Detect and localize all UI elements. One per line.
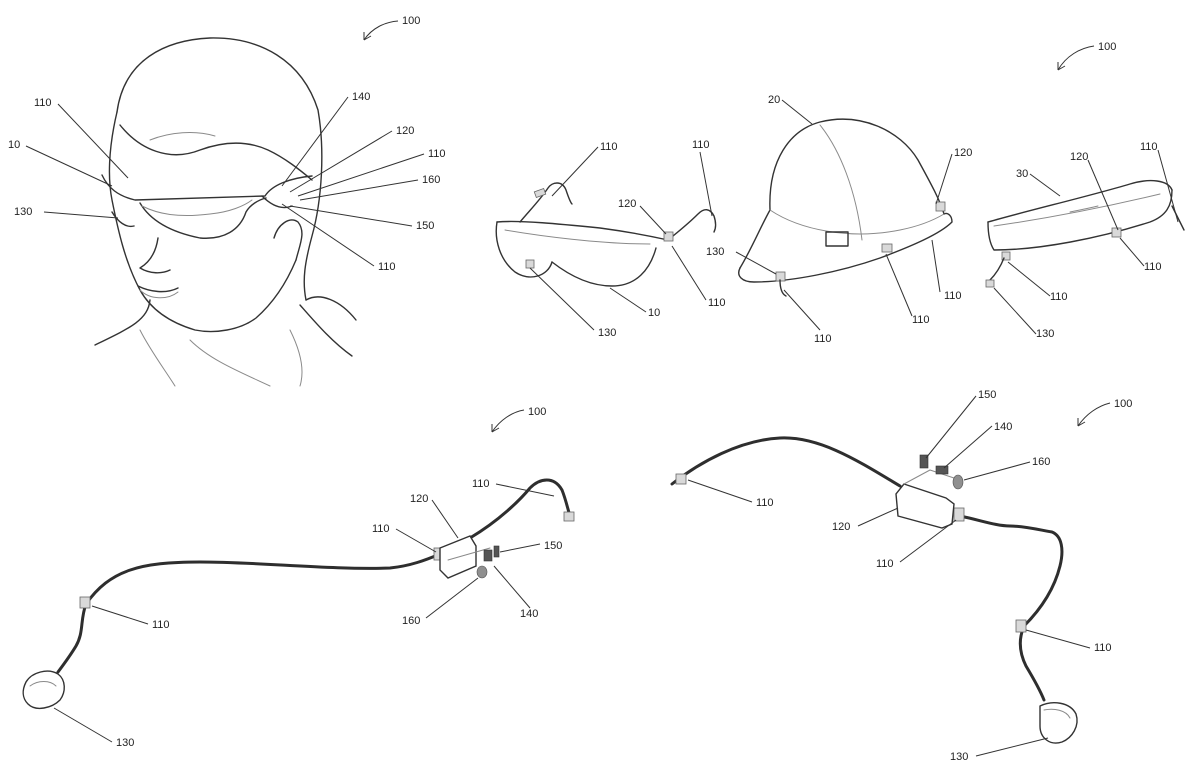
label-110: 110: [1050, 291, 1068, 303]
label-150: 150: [978, 389, 996, 401]
label-110: 110: [1140, 141, 1158, 153]
label-110: 110: [876, 558, 894, 570]
ref-number: 100: [1114, 398, 1132, 410]
label-150: 150: [416, 220, 434, 232]
glasses-on-head: [101, 174, 313, 239]
label-130: 130: [950, 751, 968, 763]
head-view-leaders: [25, 96, 425, 267]
label-110: 110: [472, 478, 490, 490]
label-110: 110: [34, 97, 52, 109]
label-120: 120: [1070, 151, 1088, 163]
label-130: 130: [706, 246, 724, 258]
hard-hat: [738, 118, 953, 297]
label-160: 160: [422, 174, 440, 186]
label-110: 110: [152, 619, 170, 631]
safety-glasses: [495, 182, 717, 287]
label-110: 110: [372, 523, 390, 535]
label-110: 110: [1144, 261, 1162, 273]
label-30: 30: [1016, 168, 1028, 180]
label-120: 120: [954, 147, 972, 159]
label-110: 110: [814, 333, 832, 345]
cable-view-left-panel: 100 110 120 110 150 140 160 11: [22, 406, 575, 749]
mounts-view-ref-arrow: [1057, 45, 1095, 71]
label-130: 130: [14, 206, 32, 218]
label-140: 140: [520, 608, 538, 620]
label-110: 110: [378, 261, 396, 273]
ref-number: 100: [1098, 41, 1116, 53]
head-view-panel: 100 110 10 130 140 120 110 160 150 110: [8, 15, 446, 387]
label-110: 110: [708, 297, 726, 309]
label-20: 20: [768, 94, 780, 106]
label-10: 10: [8, 139, 20, 151]
label-120: 120: [396, 125, 414, 137]
cable-right-assembly: [670, 436, 1078, 744]
label-110: 110: [428, 148, 446, 160]
cable-view-right-panel: 100 150 140 160 110 120 110 11: [670, 389, 1132, 763]
label-130: 130: [1036, 328, 1054, 340]
cable-left-assembly: [22, 478, 575, 710]
label-140: 140: [994, 421, 1012, 433]
head-illustration: [94, 37, 357, 387]
headband: [985, 179, 1185, 288]
cable-right-ref-arrow: [1077, 402, 1111, 427]
cable-left-ref-arrow: [491, 409, 525, 433]
label-160: 160: [402, 615, 420, 627]
head-view-ref-arrow: [363, 20, 399, 41]
mounts-view-panel: 100 110 110 120 110 10 130: [495, 41, 1185, 345]
label-120: 120: [618, 198, 636, 210]
label-120: 120: [410, 493, 428, 505]
label-10: 10: [648, 307, 660, 319]
label-110: 110: [756, 497, 774, 509]
label-110: 110: [912, 314, 930, 326]
label-150: 150: [544, 540, 562, 552]
ref-number: 100: [528, 406, 546, 418]
label-120: 120: [832, 521, 850, 533]
label-130: 130: [116, 737, 134, 749]
label-110: 110: [600, 141, 618, 153]
label-110: 110: [692, 139, 710, 151]
label-160: 160: [1032, 456, 1050, 468]
label-110: 110: [1094, 642, 1112, 654]
label-130: 130: [598, 327, 616, 339]
label-110: 110: [944, 290, 962, 302]
ref-number: 100: [402, 15, 420, 27]
label-140: 140: [352, 91, 370, 103]
